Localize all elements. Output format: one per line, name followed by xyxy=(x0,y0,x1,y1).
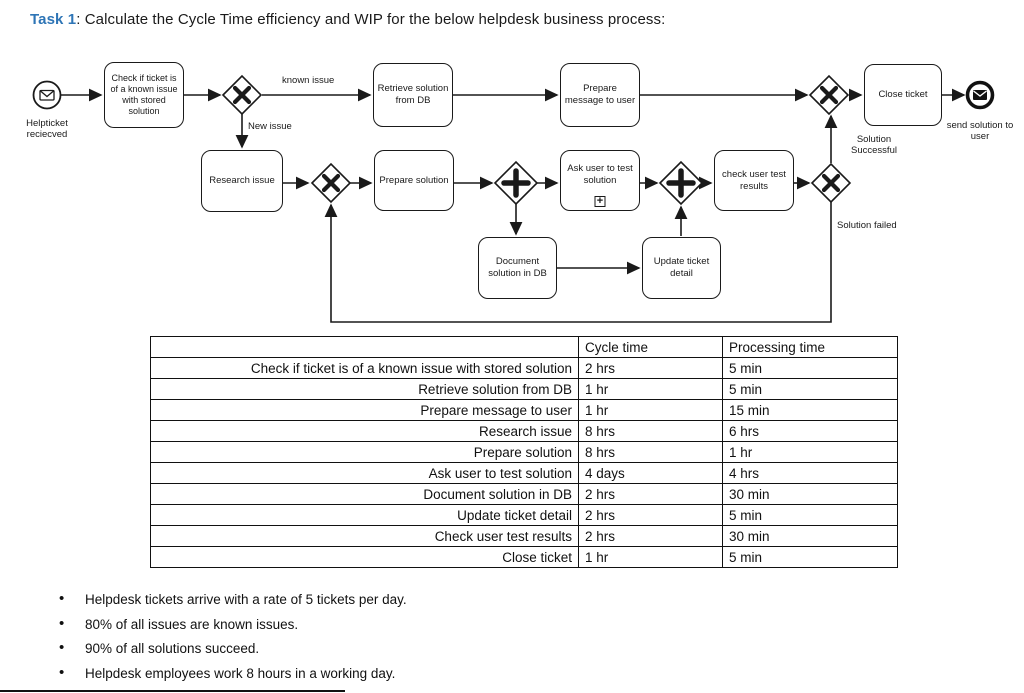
parallel-gateway-join xyxy=(658,160,704,206)
task-prepare-solution: Prepare solution xyxy=(374,150,454,211)
table-row: Check if ticket is of a known issue with… xyxy=(150,357,898,379)
end-event-label: send solution to user xyxy=(946,120,1014,143)
task-number-label: Task 1 xyxy=(30,11,77,28)
cycle-time-table: Cycle time Processing time Check if tick… xyxy=(150,336,898,568)
edge-label-solution-failed: Solution failed xyxy=(837,220,897,231)
cell-processing-time: 5 min xyxy=(722,378,898,400)
task-ask-user-to-test-solution: Ask user to test solution + xyxy=(560,150,640,211)
cell-cycle-time: 1 hr xyxy=(578,546,723,568)
cell-activity: Retrieve solution from DB xyxy=(150,378,579,400)
header-cycle-time: Cycle time xyxy=(578,336,723,358)
cell-activity: Ask user to test solution xyxy=(150,462,579,484)
parallel-gateway-split xyxy=(493,160,539,206)
task-update-ticket-detail: Update ticket detail xyxy=(642,237,721,299)
exclusive-gateway-rework-merge xyxy=(310,162,352,204)
note-item: 80% of all issues are known issues. xyxy=(59,616,407,634)
cell-cycle-time: 2 hrs xyxy=(578,357,723,379)
task-retrieve-solution-from-db: Retrieve solution from DB xyxy=(373,63,453,127)
message-start-event-icon xyxy=(32,80,62,110)
note-item: Helpdesk employees work 8 hours in a wor… xyxy=(59,665,407,683)
header-activity xyxy=(150,336,579,358)
cell-cycle-time: 1 hr xyxy=(578,399,723,421)
sequence-flows xyxy=(61,88,966,323)
cell-activity: Research issue xyxy=(150,420,579,442)
note-item: Helpdesk tickets arrive with a rate of 5… xyxy=(59,591,407,609)
task-label: Ask user to test solution xyxy=(567,163,633,186)
cell-cycle-time: 8 hrs xyxy=(578,420,723,442)
cell-processing-time: 6 hrs xyxy=(722,420,898,442)
task-check-user-test-results: check user test results xyxy=(714,150,794,211)
cell-activity: Prepare solution xyxy=(150,441,579,463)
cell-processing-time: 1 hr xyxy=(722,441,898,463)
header-processing-time: Processing time xyxy=(722,336,898,358)
bpmn-shapes-layer xyxy=(32,74,995,323)
task-close-ticket: Close ticket xyxy=(864,64,942,126)
edge-label-known-issue: known issue xyxy=(282,75,335,86)
edge-label-new-issue: New issue xyxy=(248,121,292,132)
cell-cycle-time: 2 hrs xyxy=(578,525,723,547)
task-description: : Calculate the Cycle Time efficiency an… xyxy=(76,11,666,28)
cell-processing-time: 5 min xyxy=(722,357,898,379)
cell-activity: Update ticket detail xyxy=(150,504,579,526)
edge-label-solution-successful: Solution Successful xyxy=(851,134,897,157)
cycle-table-body: Cycle time Processing time Check if tick… xyxy=(150,336,898,568)
table-header-row: Cycle time Processing time xyxy=(150,336,898,358)
exclusive-gateway-test-result xyxy=(810,162,852,204)
exclusive-gateway-close-merge xyxy=(808,74,850,116)
cell-activity: Prepare message to user xyxy=(150,399,579,421)
page-title: Task 1: Calculate the Cycle Time efficie… xyxy=(30,11,665,28)
cell-cycle-time: 2 hrs xyxy=(578,504,723,526)
subprocess-plus-icon: + xyxy=(594,196,606,207)
cell-activity: Close ticket xyxy=(150,546,579,568)
note-item: 90% of all solutions succeed. xyxy=(59,640,407,658)
exclusive-gateway-known-issue xyxy=(221,74,263,116)
cell-cycle-time: 1 hr xyxy=(578,378,723,400)
cell-cycle-time: 4 days xyxy=(578,462,723,484)
message-end-event-icon xyxy=(965,80,995,110)
cell-activity: Check if ticket is of a known issue with… xyxy=(150,357,579,379)
start-event-label: Helpticket reciecved xyxy=(26,118,68,141)
cell-processing-time: 5 min xyxy=(722,504,898,526)
cell-processing-time: 4 hrs xyxy=(722,462,898,484)
task-prepare-message-to-user: Prepare message to user xyxy=(560,63,640,127)
cell-processing-time: 15 min xyxy=(722,399,898,421)
cell-processing-time: 30 min xyxy=(722,483,898,505)
flow-arrow-solution-failed-loop xyxy=(324,202,832,323)
cell-processing-time: 5 min xyxy=(722,546,898,568)
task-check-if-ticket-known: Check if ticket is of a known issue with… xyxy=(104,62,184,128)
cell-cycle-time: 2 hrs xyxy=(578,483,723,505)
bottom-rule xyxy=(0,690,345,692)
notes-list: Helpdesk tickets arrive with a rate of 5… xyxy=(59,591,407,690)
cell-processing-time: 30 min xyxy=(722,525,898,547)
task-research-issue: Research issue xyxy=(201,150,283,212)
cell-activity: Document solution in DB xyxy=(150,483,579,505)
task-document-solution-in-db: Document solution in DB xyxy=(478,237,557,299)
bpmn-diagram: Check if ticket is of a known issue with… xyxy=(0,50,1024,338)
cell-activity: Check user test results xyxy=(150,525,579,547)
cell-cycle-time: 8 hrs xyxy=(578,441,723,463)
